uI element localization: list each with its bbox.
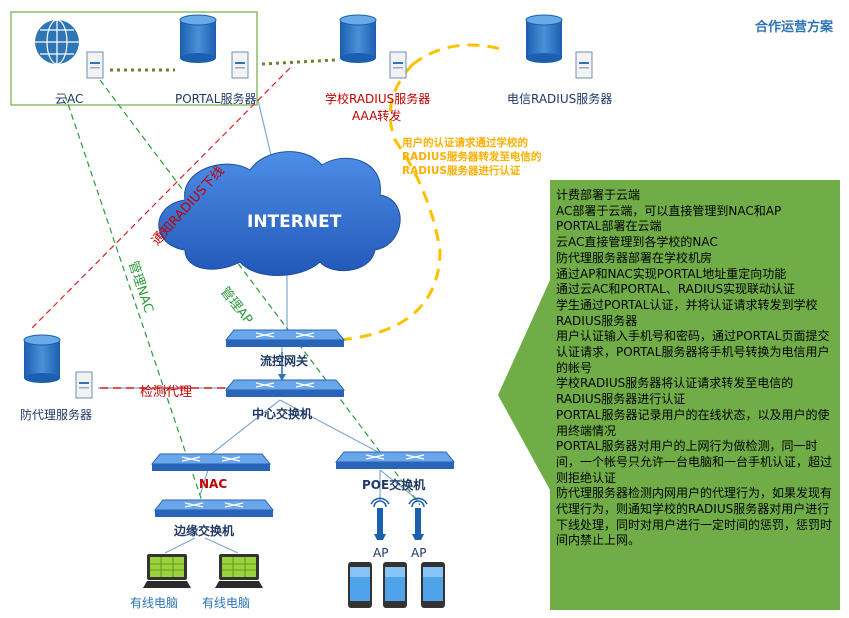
portal-server-label: PORTAL服务器 xyxy=(175,92,257,106)
info-item: PORTAL部署在云端 xyxy=(556,219,662,234)
core-switch-label: 中心交换机 xyxy=(252,407,313,421)
auth-forward-path xyxy=(339,43,506,342)
database-icon xyxy=(179,14,217,64)
ap-label: AP xyxy=(373,546,389,560)
flow-gateway-label: 流控网关 xyxy=(260,354,309,368)
server-icon xyxy=(231,51,249,79)
database-icon xyxy=(339,14,377,64)
info-item: 计费部署于云端 xyxy=(556,188,641,202)
info-item: 用户认证输入手机号和密码，通过PORTAL页面提交认证请求，PORTAL服务器将… xyxy=(556,329,830,375)
switch-icon xyxy=(151,453,271,472)
info-item: 学校RADIUS服务器将认证请求转发至电信的RADIUS服务器进行认证 xyxy=(556,376,794,407)
pc-label: 有线电脑 xyxy=(202,596,251,610)
page-title: 合作运营方案 xyxy=(754,20,833,35)
auth-forward-note: 用户的认证请求通过学校的RADIUS服务器转发至电信的RADIUS服务器进行认证 xyxy=(402,137,542,177)
portal-radius-link xyxy=(261,58,336,66)
laptop-icon xyxy=(214,553,264,589)
ap-icon xyxy=(370,497,390,541)
switch-icon xyxy=(154,499,274,518)
internet-cloud xyxy=(158,151,401,276)
info-item: PORTAL服务器对用户的上网行为做检测，同一时间，一个帐号只允许一台电脑和一台… xyxy=(556,439,833,485)
database-icon xyxy=(23,334,61,384)
switch-icon xyxy=(225,379,345,398)
poe-switch-label: POE交换机 xyxy=(362,478,426,492)
info-item: 防代理服务器检测内网用户的代理行为，如果发现有代理行为，则通知学校的RADIUS… xyxy=(556,486,833,548)
info-list: 计费部署于云端 AC部署于云端，可以直接管理到NAC和AP PORTAL部署在云… xyxy=(550,180,840,549)
ap-label: AP xyxy=(411,546,427,560)
info-item: 通过云AC和PORTAL、RADIUS实现联动认证 xyxy=(556,282,796,297)
switch-icon xyxy=(335,451,455,470)
database-icon xyxy=(525,14,563,64)
nac-label: NAC xyxy=(199,477,228,491)
info-item: 通过AP和NAC实现PORTAL地址重定向功能 xyxy=(556,266,787,281)
ap-icon xyxy=(408,497,428,541)
phone-icon xyxy=(348,562,372,608)
cloud-group-frame xyxy=(10,11,258,106)
manage-nac-link xyxy=(64,94,206,511)
server-icon xyxy=(389,51,407,79)
aaa-forward-label: AAA转发 xyxy=(352,109,402,123)
server-icon xyxy=(575,51,593,79)
school-radius-label: 学校RADIUS服务器 xyxy=(325,92,431,106)
info-item: 防代理服务器部署在学校机房 xyxy=(556,250,713,265)
switch-icon xyxy=(225,329,345,348)
manage-ap-link xyxy=(99,79,421,506)
server-icon xyxy=(75,371,93,399)
info-item: 学生通过PORTAL认证，并将认证请求转发到学校RADIUS服务器 xyxy=(556,297,818,328)
info-item: PORTAL服务器记录用户的在线状态，以及用户的使用终端情况 xyxy=(556,407,830,438)
telecom-radius-label: 电信RADIUS服务器 xyxy=(507,92,613,106)
cloud-ac-label: 云AC xyxy=(55,92,84,106)
server-icon xyxy=(86,51,104,79)
phone-icon xyxy=(383,562,407,608)
proxy-server-label: 防代理服务器 xyxy=(20,408,93,422)
probe-proxy-label: 检测代理 xyxy=(140,385,193,400)
panel-pointer xyxy=(498,280,550,490)
info-panel: 计费部署于云端 AC部署于云端，可以直接管理到NAC和AP PORTAL部署在云… xyxy=(550,180,840,610)
laptop-icon xyxy=(142,553,192,589)
edge-switch-label: 边缘交换机 xyxy=(174,524,235,538)
info-item: 云AC直接管理到各学校的NAC xyxy=(556,235,718,250)
phone-icon xyxy=(421,562,445,608)
globe-icon xyxy=(35,19,79,65)
pc-label: 有线电脑 xyxy=(130,596,179,610)
internet-label: INTERNET xyxy=(247,212,342,232)
notify-offline-link xyxy=(29,67,291,331)
info-item: AC部署于云端，可以直接管理到NAC和AP xyxy=(556,203,782,218)
